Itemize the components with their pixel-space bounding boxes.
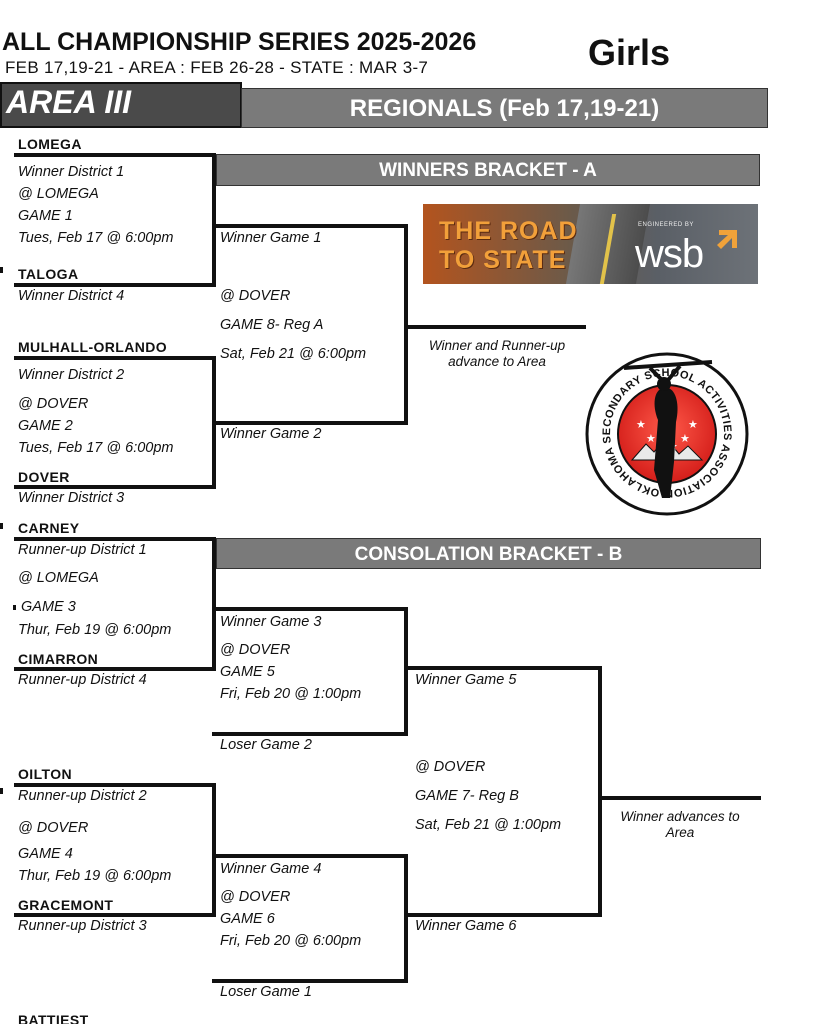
game-number: GAME 8- Reg A (220, 317, 324, 333)
page-title: ALL CHAMPIONSHIP SERIES 2025-2026 (2, 28, 477, 56)
bracket-line (212, 979, 408, 983)
game-site: @ DOVER (18, 396, 89, 412)
bracket-line (14, 153, 216, 157)
game-site: @ DOVER (220, 642, 291, 658)
feeder-label: Winner Game 4 (220, 861, 322, 877)
wsb-arrow-icon (717, 230, 737, 249)
seed-label: Runner-up District 1 (18, 542, 147, 558)
game-time: Sat, Feb 21 @ 6:00pm (220, 346, 367, 362)
seed-label: Winner District 2 (18, 367, 125, 383)
game-number: GAME 4 (18, 846, 73, 862)
seed-label: Winner District 4 (18, 288, 125, 304)
ad-sponsor-caption: ENGINEERED BY (638, 222, 694, 228)
bracket-line (14, 537, 216, 541)
bracket-tick (0, 267, 3, 273)
svg-text:★: ★ (646, 433, 656, 445)
wsb-logo: wsb (635, 232, 704, 276)
bracket-line (14, 783, 216, 787)
bracket-line (14, 485, 216, 489)
bracket-line (14, 913, 216, 917)
bracket-tick (0, 523, 3, 529)
feeder-label: Winner Game 6 (415, 918, 517, 934)
game-site: @ DOVER (18, 820, 89, 836)
game-number: GAME 2 (18, 418, 73, 434)
feeder-label: Winner Game 1 (220, 230, 322, 246)
game-number: GAME 1 (18, 208, 73, 224)
bracket-line (212, 537, 216, 671)
schedule-dates: FEB 17,19-21 - AREA : FEB 26-28 - STATE … (5, 58, 429, 77)
seed-label: Winner District 3 (18, 490, 125, 506)
svg-text:★: ★ (680, 433, 690, 445)
team-battiest: BATTIEST (18, 1012, 89, 1024)
feeder-label: Loser Game 1 (220, 984, 312, 1000)
feeder-label: Winner Game 2 (220, 426, 322, 442)
bracket-line (212, 224, 408, 228)
bracket-line (404, 854, 408, 983)
game-site: @ LOMEGA (18, 186, 99, 202)
team-dover: DOVER (18, 469, 70, 485)
bracket-tick (0, 788, 3, 794)
team-taloga: TALOGA (18, 266, 79, 282)
bracket-line (212, 732, 408, 736)
team-gracemont: GRACEMONT (18, 897, 114, 913)
bracket-line (212, 421, 408, 425)
area-label: AREA III (0, 82, 242, 128)
ad-headline-2: TO STATE (439, 246, 567, 274)
ad-headline-1: THE ROAD (439, 217, 578, 245)
feeder-label: Loser Game 2 (220, 737, 312, 753)
bracket-line (212, 854, 408, 858)
game-time: Fri, Feb 20 @ 6:00pm (220, 933, 362, 949)
game-time: Tues, Feb 17 @ 6:00pm (18, 440, 174, 456)
bracket-line (14, 283, 216, 287)
advance-note: Winner advances to Area (620, 809, 740, 840)
division-label: Girls (588, 32, 671, 73)
seed-label: Winner District 1 (18, 164, 125, 180)
bracket-line (404, 325, 586, 329)
regionals-banner: REGIONALS (Feb 17,19-21) (241, 88, 768, 128)
game-site: @ DOVER (220, 889, 291, 905)
winners-bracket-banner: WINNERS BRACKET - A (216, 154, 760, 186)
svg-text:★: ★ (688, 419, 698, 431)
bracket-line (598, 796, 761, 800)
bracket-line (404, 607, 408, 736)
feeder-label: Winner Game 5 (415, 672, 517, 688)
game-time: Sat, Feb 21 @ 1:00pm (415, 817, 562, 833)
team-lomega: LOMEGA (18, 136, 82, 152)
team-oilton: OILTON (18, 766, 72, 782)
road-to-state-ad: THE ROAD TO STATE ENGINEERED BY wsb (423, 204, 758, 284)
game-site: @ DOVER (415, 759, 486, 775)
team-cimarron: CIMARRON (18, 651, 99, 667)
bracket-line (212, 607, 408, 611)
bracket-line (14, 667, 216, 671)
game-site: @ DOVER (220, 288, 291, 304)
svg-text:★: ★ (636, 419, 646, 431)
bracket-tick (13, 605, 16, 610)
seed-label: Runner-up District 4 (18, 672, 147, 688)
bracket-line (404, 224, 408, 425)
seed-label: Runner-up District 3 (18, 918, 147, 934)
game-number: GAME 7- Reg B (415, 788, 519, 804)
bracket-line (212, 153, 216, 287)
feeder-label: Winner Game 3 (220, 614, 322, 630)
bracket-line (598, 666, 602, 917)
team-carney: CARNEY (18, 520, 80, 536)
game-site: @ LOMEGA (18, 570, 99, 586)
game-number: GAME 5 (220, 664, 275, 680)
game-number: GAME 6 (220, 911, 275, 927)
team-mulhall-orlando: MULHALL-ORLANDO (18, 339, 168, 355)
bracket-line (404, 913, 602, 917)
seed-label: Runner-up District 2 (18, 788, 147, 804)
advance-note: Winner and Runner-up advance to Area (428, 338, 566, 369)
game-number: GAME 3 (21, 599, 76, 615)
game-time: Thur, Feb 19 @ 6:00pm (18, 622, 172, 638)
ossaa-logo: OKLAHOMA SECONDARY SCHOOL ACTIVITIES ASS… (585, 352, 749, 516)
bracket-line (212, 783, 216, 917)
consolation-bracket-banner: CONSOLATION BRACKET - B (216, 538, 761, 569)
game-time: Fri, Feb 20 @ 1:00pm (220, 686, 362, 702)
bracket-line (14, 356, 216, 360)
game-time: Thur, Feb 19 @ 6:00pm (18, 868, 172, 884)
bracket-line (404, 666, 602, 670)
game-time: Tues, Feb 17 @ 6:00pm (18, 230, 174, 246)
